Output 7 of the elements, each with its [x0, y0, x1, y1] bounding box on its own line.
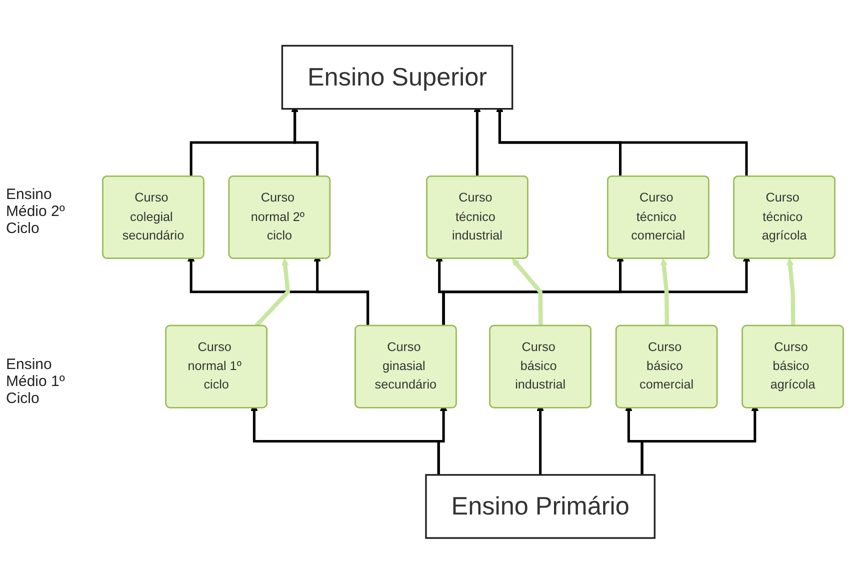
- node-box: Ensino Primário: [425, 474, 656, 538]
- arrow: [512, 258, 543, 326]
- arrow: [660, 258, 670, 326]
- row-label: Ensino Médio 1º Ciclo: [6, 356, 66, 408]
- arrow: [786, 258, 796, 326]
- node-box: Ensino Superior: [281, 44, 514, 110]
- row-label: Ensino Médio 2º Ciclo: [6, 186, 66, 237]
